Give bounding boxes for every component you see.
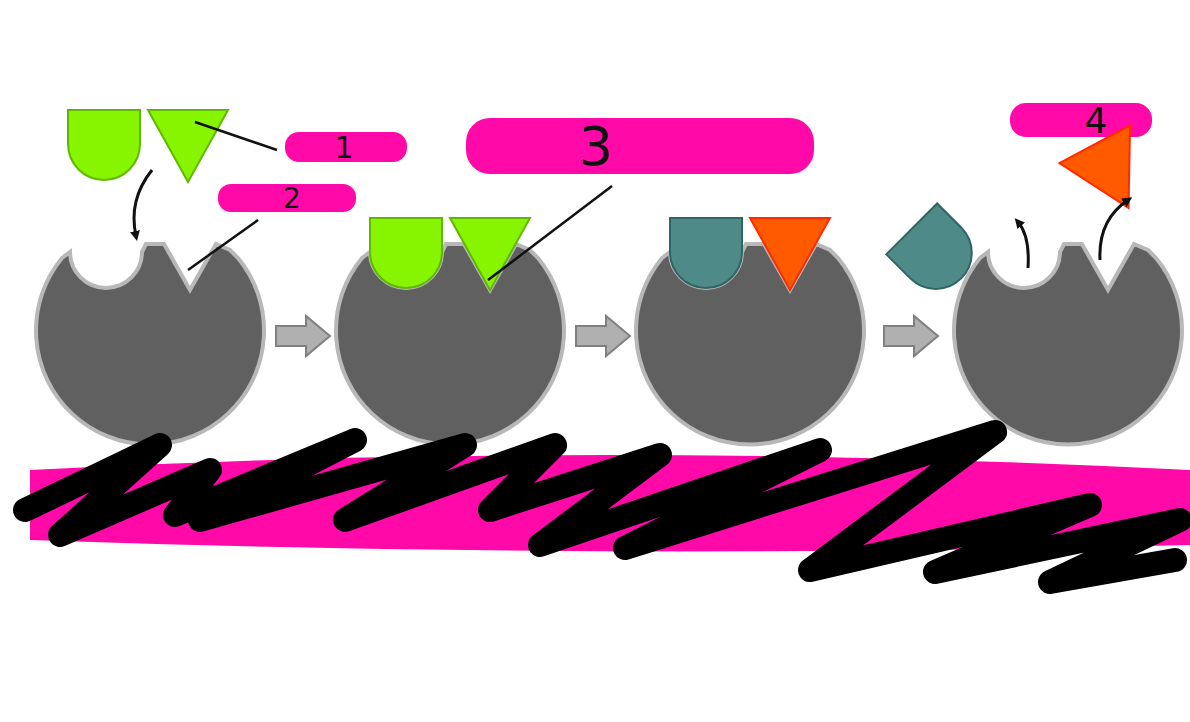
step-arrows xyxy=(276,316,938,356)
callout-number: 2 xyxy=(283,185,301,213)
callout-number: 4 xyxy=(1085,103,1108,139)
enzymes xyxy=(36,244,1182,444)
substrate xyxy=(68,110,228,182)
motion-arrows xyxy=(134,170,1128,268)
released-product xyxy=(886,203,986,303)
released-product xyxy=(1059,126,1163,227)
redaction-scribble xyxy=(25,432,1190,582)
bound-substrate xyxy=(370,218,530,290)
bound-products xyxy=(670,218,830,290)
leader-lines xyxy=(188,122,612,280)
highlight-patches xyxy=(218,103,1152,212)
callout-number: 3 xyxy=(579,120,613,174)
callout-number: 1 xyxy=(334,133,353,163)
